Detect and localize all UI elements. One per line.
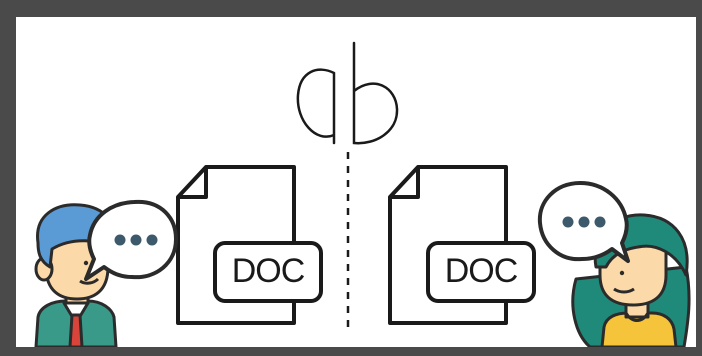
ab-logo-icon: [296, 41, 399, 145]
doc-label-left: DOC: [231, 252, 306, 290]
document-icon-right: [388, 165, 536, 325]
speech-bubble-icon-left: [84, 199, 178, 281]
document-icon-left: [176, 165, 323, 325]
speech-bubble-icon-right: [537, 181, 630, 263]
doc-label-right: DOC: [444, 252, 519, 290]
illustration-canvas: DOC DOC: [16, 17, 696, 347]
illustration-svg: [34, 41, 691, 347]
